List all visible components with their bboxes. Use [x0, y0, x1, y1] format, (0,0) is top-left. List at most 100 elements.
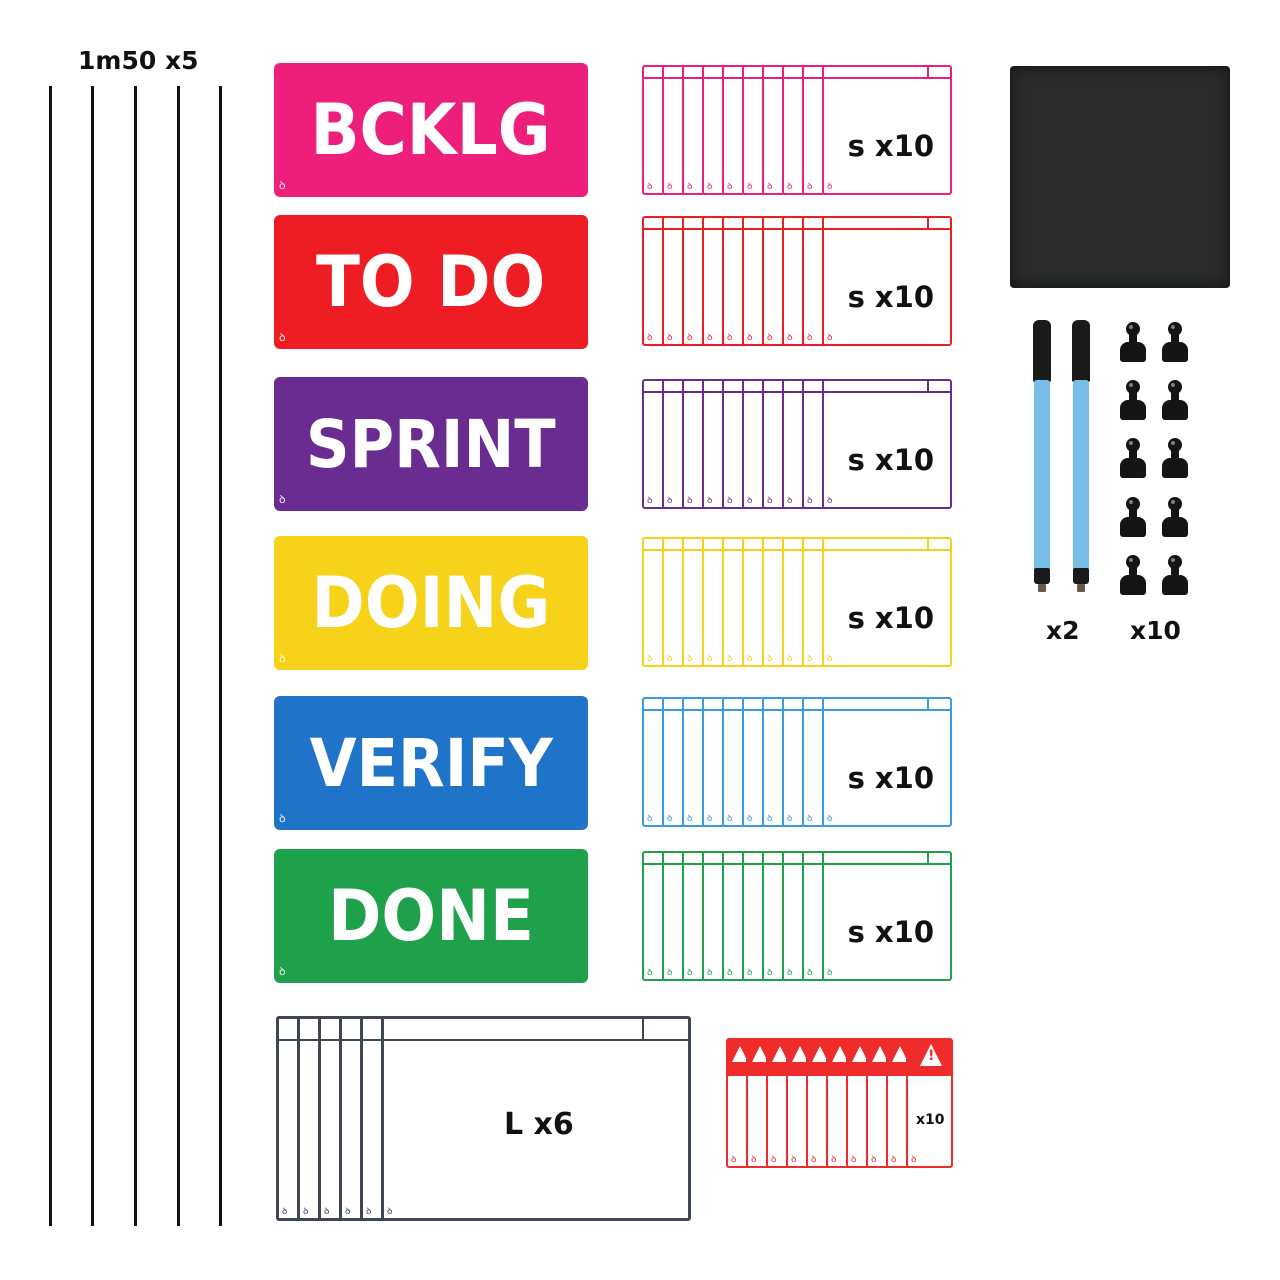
magnet-icon — [1162, 380, 1188, 420]
brand-logo-icon: ꝺ — [767, 654, 773, 664]
header-card-label: TO DO — [316, 241, 546, 323]
card-header-divider — [927, 539, 929, 549]
brand-logo-icon: ꝺ — [387, 1207, 393, 1217]
magnet-shine — [1129, 383, 1133, 387]
magnet-base — [1162, 575, 1188, 595]
brand-logo-icon: ꝺ — [747, 496, 753, 506]
brand-logo-icon: ꝺ — [667, 968, 673, 978]
rod — [134, 86, 137, 1226]
brand-logo-icon: ꝺ — [279, 331, 286, 344]
magnets-count-label: x10 — [1130, 616, 1181, 645]
magnet-base — [1162, 458, 1188, 478]
brand-logo-icon: ꝺ — [827, 968, 833, 978]
header-card-label: DONE — [327, 875, 535, 957]
small-card-count-label: s x10 — [847, 129, 934, 163]
magnet-base — [1120, 400, 1146, 420]
small-card-count-label: s x10 — [847, 280, 934, 314]
brand-logo-icon: ꝺ — [767, 496, 773, 506]
brand-logo-icon: ꝺ — [731, 1155, 737, 1165]
magnet-shine — [1171, 325, 1175, 329]
header-card-label: SPRINT — [306, 405, 556, 483]
magnet-shine — [1171, 500, 1175, 504]
card-header-line — [824, 863, 950, 865]
small-card-front: ꝺ s x10 — [822, 216, 952, 346]
magnet-neck — [1129, 450, 1137, 460]
brand-logo-icon: ꝺ — [787, 814, 793, 824]
header-card-todo: TO DO ꝺ — [274, 215, 588, 349]
card-header-divider — [927, 699, 929, 709]
magnet-shine — [1129, 558, 1133, 562]
magnet-neck — [1129, 567, 1137, 577]
magnet-neck — [1129, 392, 1137, 402]
brand-logo-icon: ꝺ — [647, 496, 653, 506]
header-card-doing: DOING ꝺ — [274, 536, 588, 670]
exclamation-icon: ! — [928, 1048, 935, 1064]
warning-triangle-icon — [752, 1046, 768, 1062]
brand-logo-icon: ꝺ — [787, 333, 793, 343]
brand-logo-icon: ꝺ — [279, 812, 286, 825]
rod — [91, 86, 94, 1226]
brand-logo-icon: ꝺ — [647, 814, 653, 824]
brand-logo-icon: ꝺ — [827, 182, 833, 192]
magnet-base — [1162, 342, 1188, 362]
brand-logo-icon: ꝺ — [807, 333, 813, 343]
brand-logo-icon: ꝺ — [787, 496, 793, 506]
brand-logo-icon: ꝺ — [282, 1207, 288, 1217]
card-header-divider — [642, 1019, 644, 1039]
brand-logo-icon: ꝺ — [727, 182, 733, 192]
card-header-line — [824, 549, 950, 551]
magnet-base — [1162, 400, 1188, 420]
brand-logo-icon: ꝺ — [727, 496, 733, 506]
magnet-head — [1126, 322, 1140, 336]
card-header-line — [384, 1039, 688, 1041]
card-header-line — [824, 709, 950, 711]
brand-logo-icon: ꝺ — [807, 496, 813, 506]
alert-card-front: ! ꝺ x10 — [906, 1038, 953, 1168]
warning-triangle-icon — [832, 1046, 848, 1062]
magnet-shine — [1129, 500, 1133, 504]
header-card-verify: VERIFY ꝺ — [274, 696, 588, 830]
magnet-shine — [1171, 558, 1175, 562]
card-header-divider — [927, 853, 929, 863]
small-card-count-label: s x10 — [847, 915, 934, 949]
magnet-icon — [1120, 322, 1146, 362]
brand-logo-icon: ꝺ — [827, 333, 833, 343]
brand-logo-icon: ꝺ — [687, 814, 693, 824]
brand-logo-icon: ꝺ — [687, 654, 693, 664]
brand-logo-icon: ꝺ — [871, 1155, 877, 1165]
brand-logo-icon: ꝺ — [687, 968, 693, 978]
brand-logo-icon: ꝺ — [667, 814, 673, 824]
warning-triangle-icon — [732, 1046, 748, 1062]
brand-logo-icon: ꝺ — [911, 1155, 917, 1165]
magnet-neck — [1129, 509, 1137, 519]
rod — [49, 86, 52, 1226]
large-card-count-label: L x6 — [504, 1107, 574, 1142]
brand-logo-icon: ꝺ — [279, 652, 286, 665]
magnet-shine — [1171, 441, 1175, 445]
brand-logo-icon: ꝺ — [727, 814, 733, 824]
magnet-head — [1126, 438, 1140, 452]
alert-card-count-label: x10 — [916, 1112, 945, 1128]
brand-logo-icon: ꝺ — [667, 496, 673, 506]
magnet-icon — [1120, 555, 1146, 595]
warning-triangle-icon — [852, 1046, 868, 1062]
brand-logo-icon: ꝺ — [787, 968, 793, 978]
card-header-line — [824, 391, 950, 393]
magnet-icon — [1162, 322, 1188, 362]
brand-logo-icon: ꝺ — [707, 968, 713, 978]
brand-logo-icon: ꝺ — [647, 333, 653, 343]
brand-logo-icon: ꝺ — [687, 182, 693, 192]
magnet-head — [1168, 322, 1182, 336]
header-card-done: DONE ꝺ — [274, 849, 588, 983]
magnet-icon — [1120, 438, 1146, 478]
brand-logo-icon: ꝺ — [787, 182, 793, 192]
brand-logo-icon: ꝺ — [727, 333, 733, 343]
small-card-count-label: s x10 — [847, 601, 934, 635]
brand-logo-icon: ꝺ — [831, 1155, 837, 1165]
brand-logo-icon: ꝺ — [303, 1207, 309, 1217]
brand-logo-icon: ꝺ — [667, 333, 673, 343]
card-header-divider — [927, 218, 929, 228]
rod — [177, 86, 180, 1226]
brand-logo-icon: ꝺ — [827, 654, 833, 664]
